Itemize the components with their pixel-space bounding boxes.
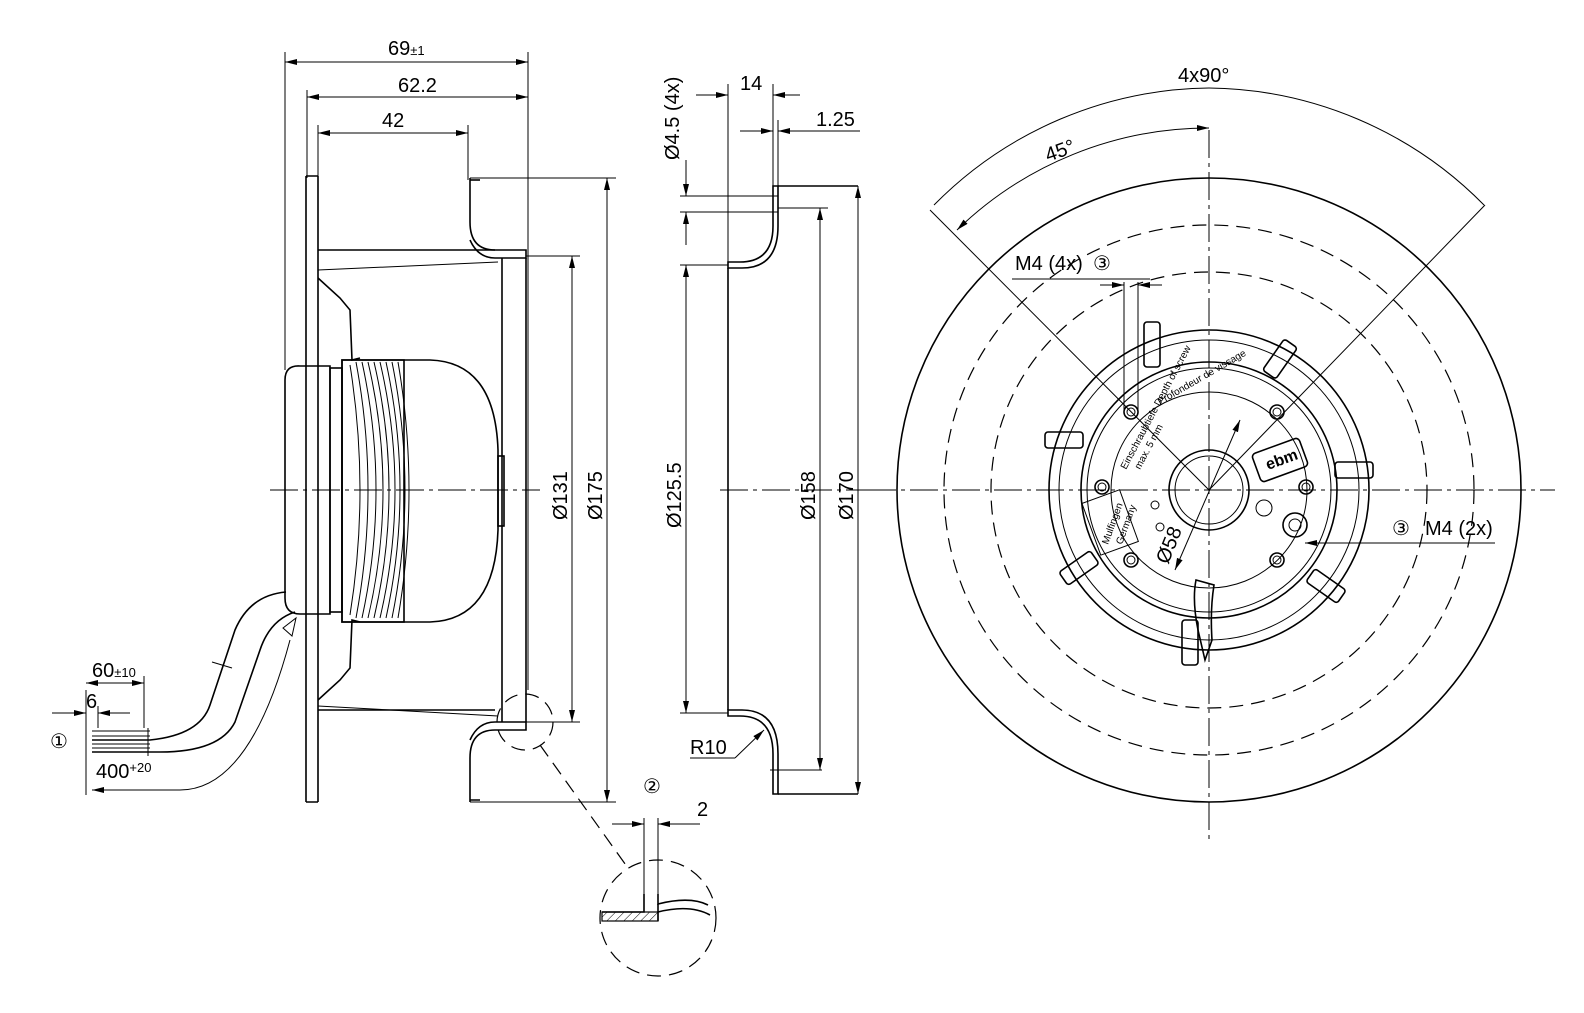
detail-hatch <box>601 911 659 922</box>
dim-170-label: Ø170 <box>836 471 858 520</box>
dim-62-label: 62.2 <box>398 75 437 97</box>
brand-logo: ebm <box>1264 447 1301 474</box>
nozzle-view: 14 1.25 Ø4.5 (4x) Ø125.5 Ø158 Ø170 R10 <box>662 73 870 795</box>
dim-42-label: 42 <box>382 110 404 132</box>
dim-14-label: 14 <box>740 73 762 95</box>
dim-1-25-label: 1.25 <box>816 109 855 131</box>
callout-2: ② <box>643 776 661 798</box>
front-view: 4x90° 45° Einschraubtiefe Depth of screw <box>868 65 1555 842</box>
outer-rim <box>896 177 1522 803</box>
dim-125-label: Ø125.5 <box>664 462 686 528</box>
angle-45-label: 45° <box>1042 136 1078 167</box>
callout-3-top: ③ <box>1093 253 1111 275</box>
dim-158-label: Ø158 <box>798 471 820 520</box>
angle-pattern-label: 4x90° <box>1178 65 1229 87</box>
detail-view: 2 <box>599 799 717 977</box>
dim-r10-label: R10 <box>690 737 727 759</box>
dim-69-label: 69±1 <box>388 38 425 60</box>
cable <box>92 591 287 741</box>
thread-2x-label: M4 (2x) <box>1425 518 1493 540</box>
motor-body <box>284 365 331 615</box>
slots <box>1044 321 1374 666</box>
nozzle-profile <box>727 185 779 269</box>
bolt-circle-dashed <box>943 224 1475 756</box>
detail-circle-small <box>496 693 554 751</box>
thread-4x-label: M4 (4x) <box>1015 253 1083 275</box>
back-plate <box>305 175 319 803</box>
dim-131-label: Ø131 <box>550 471 572 520</box>
dim-4-5-label: Ø4.5 (4x) <box>662 77 684 160</box>
callout-1: ① <box>50 731 68 753</box>
side-view: 69±1 62.2 42 <box>50 38 661 869</box>
mounting-holes <box>1094 404 1314 568</box>
callout-3-right: ③ <box>1392 518 1410 540</box>
dim-175-label: Ø175 <box>585 471 607 520</box>
dim-400-label: 400+20 <box>96 760 151 783</box>
detail-dim-2: 2 <box>697 799 708 821</box>
dim-6-label: 6 <box>86 691 97 713</box>
dim-60-label: 60±10 <box>92 660 136 682</box>
